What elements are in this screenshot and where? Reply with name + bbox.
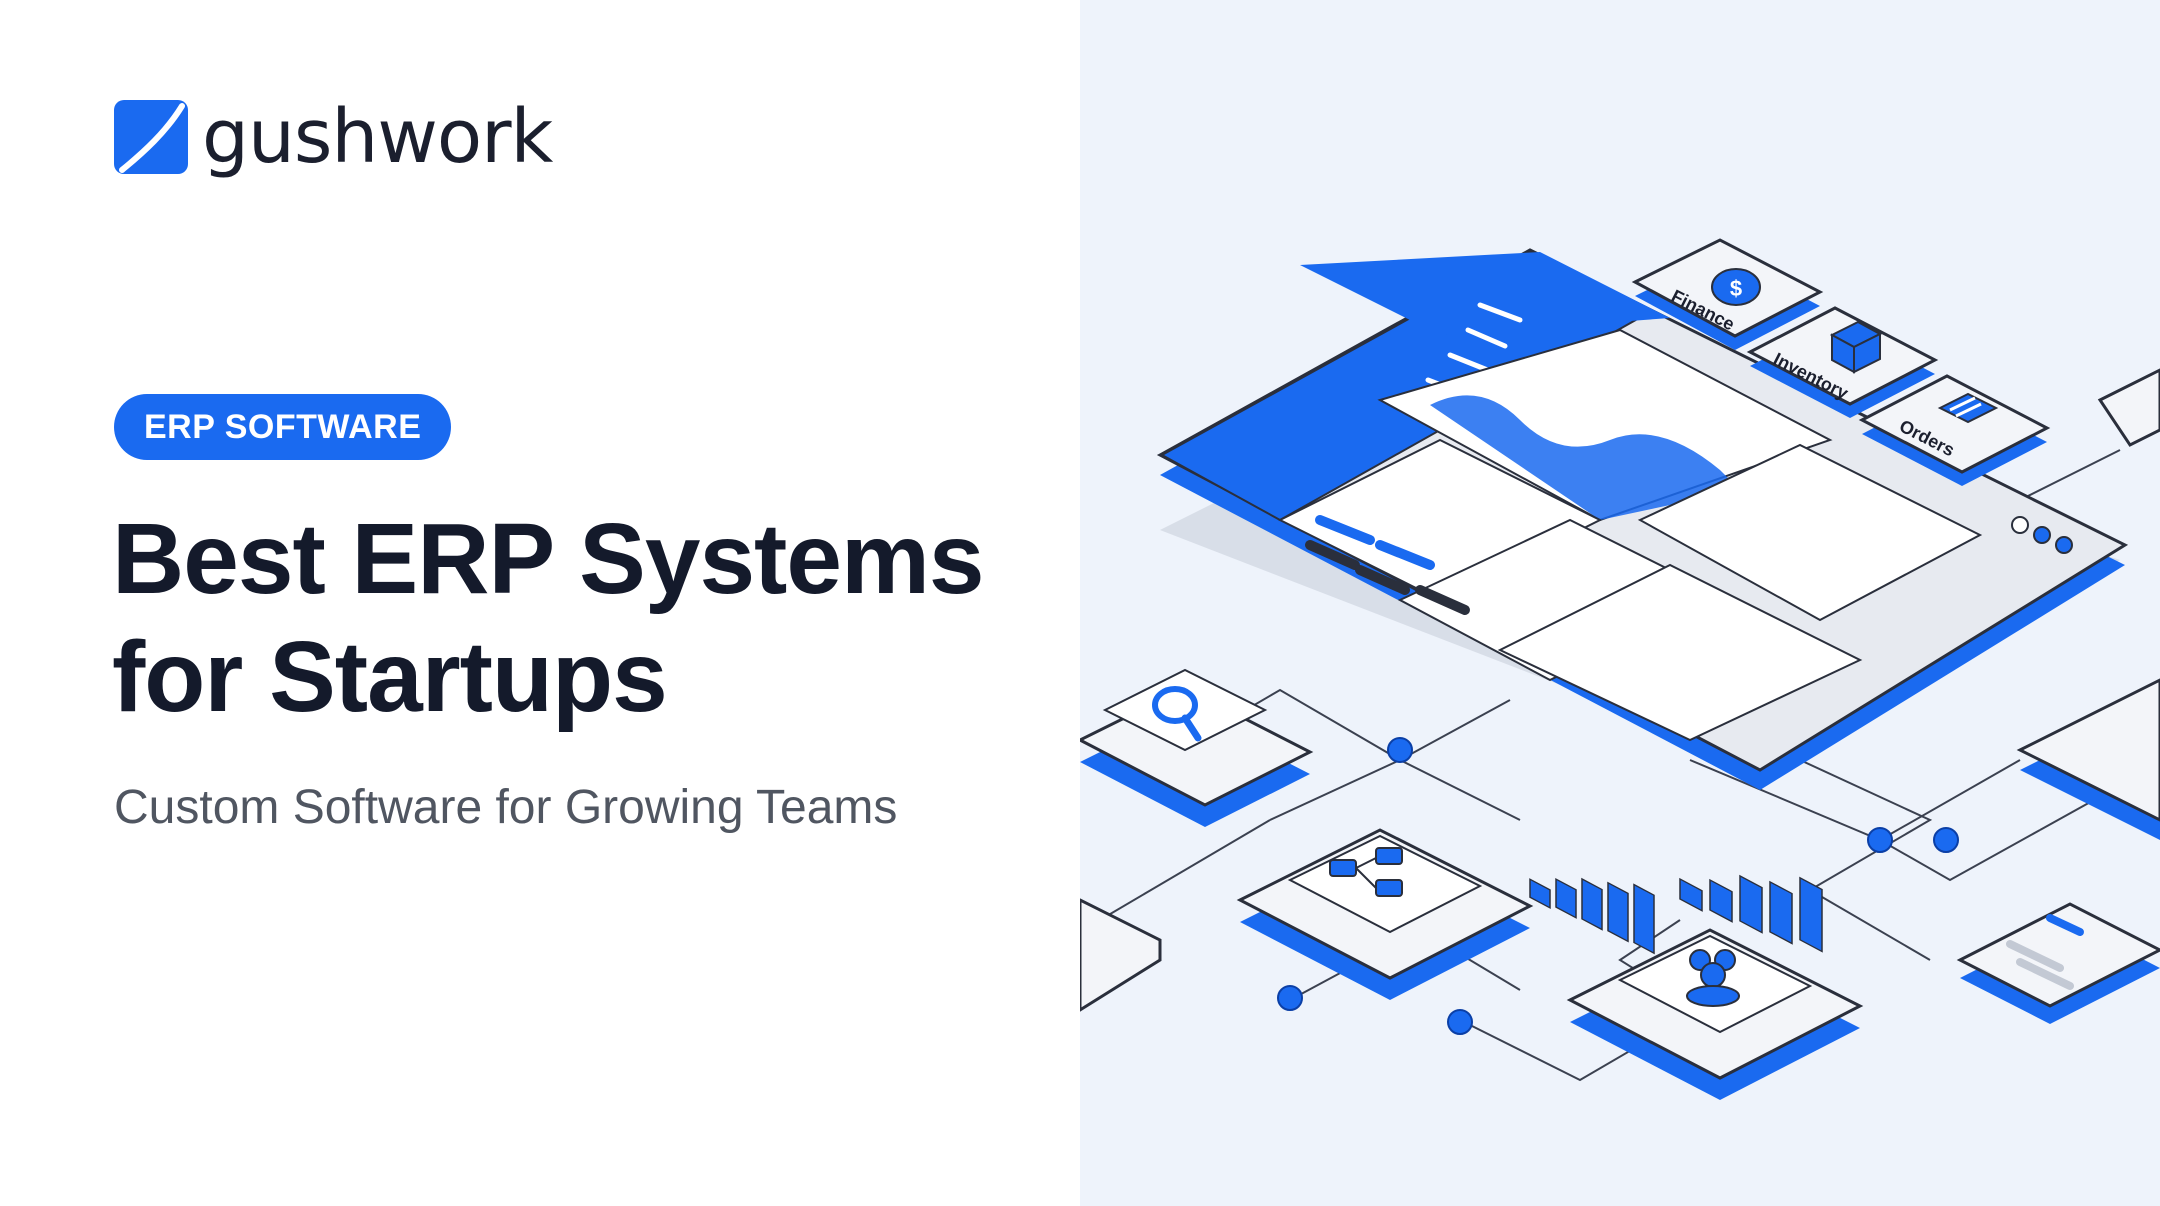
search-tile [1080, 668, 1314, 827]
title-line-2: for Startups [112, 621, 668, 733]
org-chart-icon [1329, 847, 1403, 897]
org-chart-tile [1236, 828, 1534, 1000]
side-tile-right-bottom [1956, 902, 2160, 1024]
content-panel: gushwork ERP SOFTWARE Best ERP Systems f… [112, 94, 985, 834]
clipboard-icon [1937, 392, 1999, 424]
brand-logo[interactable]: gushwork [114, 94, 553, 180]
side-tile-left-bottom [1080, 898, 1162, 1012]
box-icon [1829, 320, 1883, 374]
title-line-1: Best ERP Systems [112, 503, 984, 615]
inventory-module-tile: Inventory [1746, 306, 1939, 418]
finance-module-tile: $ Finance [1631, 238, 1824, 350]
side-tile-right-mid [2016, 678, 2160, 840]
illustration-panel: $ Finance Inventory [1080, 0, 2160, 1206]
erp-illustration: $ Finance Inventory [1080, 0, 2160, 1206]
connector-nodes [1277, 737, 1959, 1035]
team-icon [1686, 949, 1740, 1007]
dollar-icon: $ [1711, 268, 1761, 306]
gushwork-logo-icon [114, 100, 188, 174]
category-badge: ERP SOFTWARE [114, 394, 452, 460]
page-title: Best ERP Systems for Startups [112, 500, 984, 736]
svg-text:$: $ [1730, 276, 1742, 301]
team-tile [1566, 928, 1864, 1100]
isometric-erp-scene: $ Finance Inventory [1080, 238, 2160, 1100]
dashboard-window [1156, 248, 2129, 955]
search-icon [1152, 686, 1202, 742]
side-tile-right-top [2097, 368, 2160, 447]
orders-module-tile: Orders [1858, 374, 2051, 486]
brand-name: gushwork [202, 94, 553, 180]
page-subtitle: Custom Software for Growing Teams [114, 781, 898, 834]
